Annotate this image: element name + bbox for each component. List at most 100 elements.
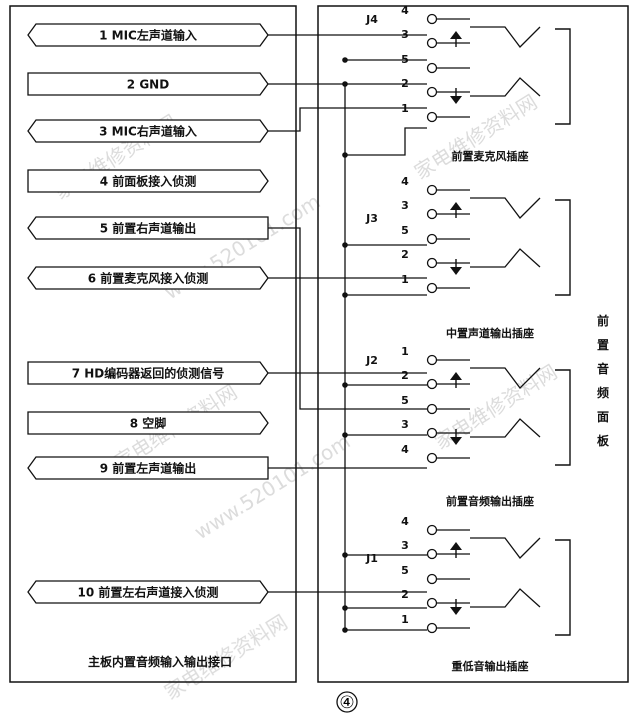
- switch-arrow-head: [450, 31, 462, 39]
- motherboard-panel-title: 主板内置音频输入输出接口: [88, 654, 232, 669]
- jack-spring: [470, 418, 541, 438]
- figure-number-text: ④: [339, 693, 354, 713]
- signal-label-frame: [27, 169, 269, 193]
- jack-pin-terminal: [426, 452, 438, 464]
- jack-pin-terminal: [426, 354, 438, 366]
- jack-pin-number: 3: [401, 199, 409, 212]
- wire: [345, 127, 427, 156]
- wire-junction: [342, 152, 348, 158]
- signal-label-text: 7 HD编码器返回的侦测信号: [72, 366, 225, 381]
- jack-pin-terminal: [426, 427, 438, 439]
- wire-junction: [342, 81, 348, 87]
- wire-junction: [342, 242, 348, 248]
- jack-id: J3: [365, 212, 378, 225]
- signal-label: 6 前置麦克风接入侦测: [27, 266, 269, 290]
- jack-pin-terminal: [426, 184, 438, 196]
- wire-junction: [342, 57, 348, 63]
- wire-junction: [342, 627, 348, 633]
- switch-arrow-head: [450, 437, 462, 445]
- signal-label-text: 8 空脚: [130, 416, 167, 431]
- jack-spring: [470, 26, 541, 48]
- jack-pin-number: 4: [401, 175, 409, 188]
- switch-arrow-head: [450, 96, 462, 104]
- watermark-text: 家电维修资料网: [430, 360, 561, 455]
- jack-pin-number: 4: [401, 515, 409, 528]
- front-panel-title-char: 频: [597, 385, 609, 400]
- switch-arrow-head: [450, 607, 462, 615]
- jack-pin-terminal: [426, 378, 438, 390]
- jack-pin-number: 1: [401, 613, 409, 626]
- jack-pin-terminal: [426, 86, 438, 98]
- signal-label-list: 1 MIC左声道输入 2 GND 3 MIC右声道输入 4 前面板接入侦测 5 前置右声…: [27, 23, 269, 604]
- signal-label: 9 前置左声道输出: [27, 456, 269, 480]
- signal-label: 8 空脚: [27, 411, 269, 435]
- front-panel-title-char: 面: [597, 410, 609, 424]
- jack-pin-terminal: [426, 111, 438, 123]
- wire: [268, 227, 427, 410]
- wire-junction: [342, 292, 348, 298]
- jack-pin-number: 2: [401, 588, 409, 601]
- jack-spring: [470, 248, 541, 268]
- signal-label: 5 前置右声道输出: [27, 216, 269, 240]
- wire-layer: [268, 34, 427, 633]
- jack-name: 中置声道输出插座: [446, 326, 534, 340]
- jack-id: J2: [365, 354, 378, 367]
- wire-junction: [342, 382, 348, 388]
- jack-name: 重低音输出插座: [452, 659, 529, 673]
- signal-label-text: 9 前置左声道输出: [100, 461, 197, 476]
- jack-pin-number: 4: [401, 443, 409, 456]
- jack-sleeve: [555, 369, 571, 466]
- jack-pin-number: 3: [401, 539, 409, 552]
- jack-pin-number: 2: [401, 369, 409, 382]
- signal-label-text: 6 前置麦克风接入侦测: [88, 271, 209, 286]
- jack-list: J4前置麦克风插座43521J3中置声道输出插座43521J2前置音频输出插座1…: [365, 4, 571, 673]
- watermark-text: 家电维修资料网: [410, 90, 541, 185]
- signal-label-text: 4 前面板接入侦测: [100, 174, 197, 189]
- jack-pin-terminal: [426, 548, 438, 560]
- jack-pin-number: 5: [401, 394, 409, 407]
- jack-pin-number: 5: [401, 224, 409, 237]
- jack-pin-terminal: [426, 403, 438, 415]
- signal-label-text: 10 前置左右声道接入侦测: [78, 585, 219, 600]
- signal-label-frame: [27, 411, 269, 435]
- jack-spring: [470, 588, 541, 608]
- wire-junction: [342, 605, 348, 611]
- jack-id: J1: [365, 552, 378, 565]
- jack-pin-terminal: [426, 257, 438, 269]
- signal-label-text: 5 前置右声道输出: [100, 221, 197, 236]
- signal-label: 10 前置左右声道接入侦测: [27, 580, 269, 604]
- switch-arrow-head: [450, 542, 462, 550]
- jack-pin-terminal: [426, 233, 438, 245]
- jack-pin-terminal: [426, 62, 438, 74]
- signal-label: 1 MIC左声道输入: [27, 23, 269, 47]
- watermark-url: www.520101.com: [190, 429, 355, 544]
- signal-label-text: 3 MIC右声道输入: [99, 124, 197, 139]
- front-panel-title-char: 置: [597, 338, 609, 352]
- signal-label: 7 HD编码器返回的侦测信号: [27, 361, 269, 385]
- jack-spring: [470, 367, 541, 389]
- jack-pin-terminal: [426, 208, 438, 220]
- wire-junction: [342, 552, 348, 558]
- signal-label: 4 前面板接入侦测: [27, 169, 269, 193]
- jack-sleeve: [555, 28, 571, 125]
- wire-junction: [342, 432, 348, 438]
- front-audio-panel: [317, 5, 629, 683]
- switch-arrow-head: [450, 372, 462, 380]
- jack-id: J4: [365, 13, 378, 26]
- jack-spring: [470, 197, 541, 219]
- jack-pin-terminal: [426, 524, 438, 536]
- front-panel-title-char: 前: [597, 313, 609, 328]
- signal-label-text: 1 MIC左声道输入: [99, 28, 197, 43]
- jack-pin-number: 4: [401, 4, 409, 17]
- signal-label-text: 2 GND: [127, 78, 169, 92]
- jack-pin-terminal: [426, 37, 438, 49]
- jack-pin-number: 1: [401, 273, 409, 286]
- wire: [268, 107, 427, 132]
- jack-pin-terminal: [426, 573, 438, 585]
- signal-label-frame: [27, 361, 269, 385]
- jack-sleeve: [555, 539, 571, 636]
- jack-name: 前置麦克风插座: [452, 149, 529, 163]
- jack-sleeve: [555, 199, 571, 296]
